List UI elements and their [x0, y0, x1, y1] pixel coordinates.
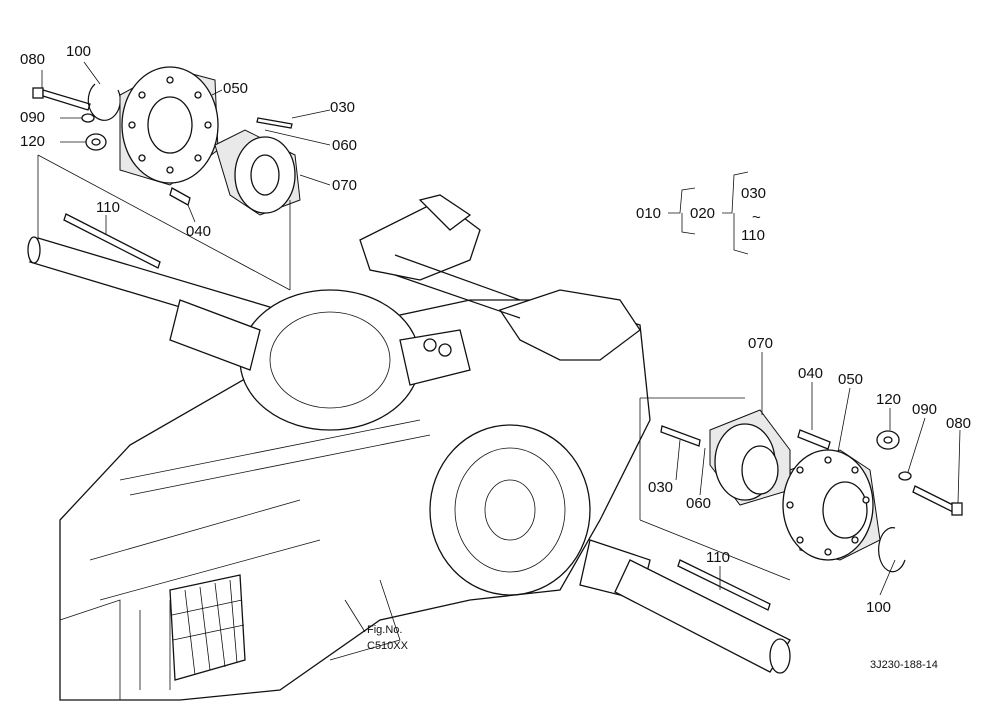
right-hub-assembly	[614, 352, 963, 674]
label-tilde: ~	[752, 209, 761, 226]
nut-120-right	[876, 430, 900, 450]
key-030-left	[256, 117, 293, 129]
leader-lines-right	[675, 352, 961, 596]
bolt-080-left	[32, 87, 91, 111]
flange-hub-050-left	[119, 66, 219, 186]
part-labels-right: 070 040 050 120 090 080 030 060 110 100	[648, 335, 971, 616]
label-070-right: 070	[748, 335, 773, 352]
figure-callout: Fig.No. C510XX	[344, 599, 409, 652]
shaft-110-right	[614, 559, 791, 674]
figure-number-value: C510XX	[367, 640, 409, 652]
label-120-left: 120	[20, 133, 45, 150]
label-030-left: 030	[330, 99, 355, 116]
bolt-080-right	[912, 485, 963, 516]
label-040-right: 040	[798, 365, 823, 382]
label-050-left: 050	[223, 80, 248, 97]
hierarchy-labels: 010 020 030 ~ 110	[636, 185, 766, 244]
part-labels-left: 080 100 050 030 090 060 120 070 110 040	[20, 43, 357, 240]
label-080-right: 080	[946, 415, 971, 432]
label-090-left: 090	[20, 109, 45, 126]
bolt-040-right	[797, 429, 831, 450]
label-030-right: 030	[648, 479, 673, 496]
label-060-right: 060	[686, 495, 711, 512]
label-100-right: 100	[866, 599, 891, 616]
label-100-left: 100	[66, 43, 91, 60]
sleeve-070-left	[214, 129, 301, 216]
label-060-left: 060	[332, 137, 357, 154]
snap-ring-100-left	[87, 83, 121, 121]
label-050-right: 050	[838, 371, 863, 388]
nut-120-left	[85, 133, 107, 151]
bolt-040-left	[169, 187, 191, 206]
shaft-110-left	[27, 213, 301, 341]
transmission-housing	[59, 194, 651, 701]
label-110-hierarchy: 110	[741, 227, 765, 244]
left-hub-assembly	[27, 61, 331, 341]
drawing-code: 3J230-188-14	[870, 659, 938, 671]
label-110-left: 110	[96, 199, 120, 216]
label-070-left: 070	[332, 177, 357, 194]
label-020: 020	[690, 205, 715, 222]
label-030-hierarchy: 030	[741, 185, 766, 202]
flange-hub-050-right	[782, 449, 881, 561]
label-080-left: 080	[20, 51, 45, 68]
label-120-right: 120	[876, 391, 901, 408]
washer-090-right	[898, 471, 912, 481]
hierarchy-brackets	[668, 171, 749, 255]
label-040-left: 040	[186, 223, 211, 240]
sleeve-070-right	[709, 409, 791, 506]
label-110-right: 110	[706, 549, 730, 566]
label-010: 010	[636, 205, 661, 222]
leader-lines-left	[37, 61, 331, 291]
key-030-right	[660, 425, 701, 447]
figure-number-label: Fig.No.	[367, 624, 402, 636]
snap-ring-100-right	[878, 527, 906, 573]
washer-090-left	[81, 113, 95, 123]
label-090-right: 090	[912, 401, 937, 418]
